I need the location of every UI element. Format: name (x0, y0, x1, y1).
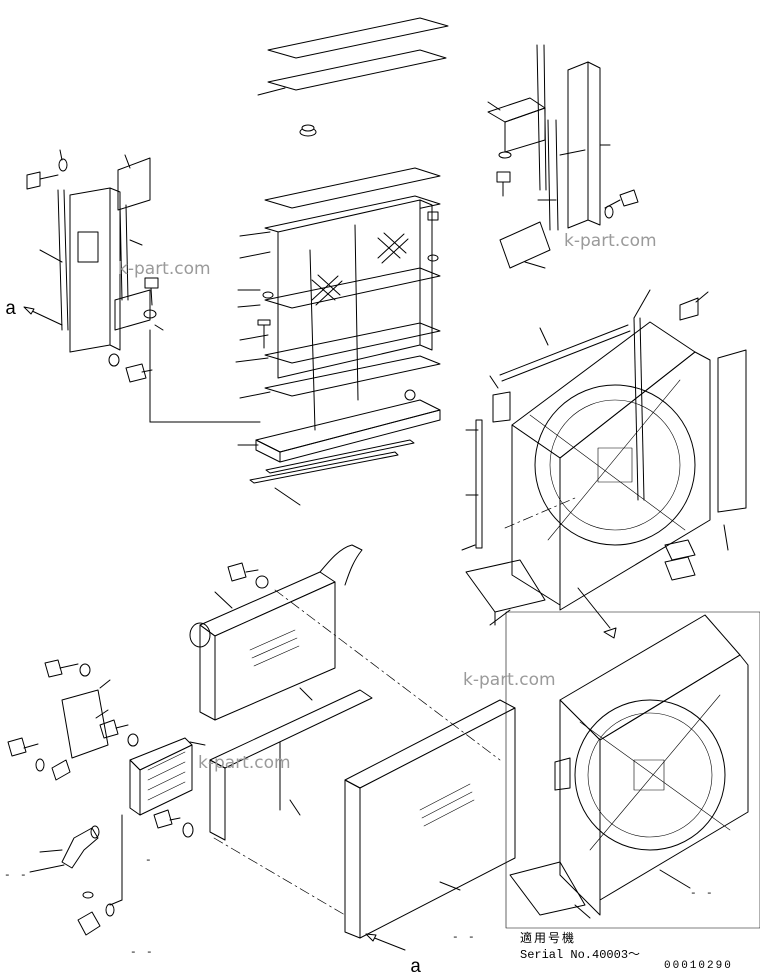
callout-dash-9: - (706, 888, 713, 900)
right-side-bracket (487, 44, 639, 269)
applicable-label: 適用号機 (520, 930, 576, 946)
left-side-bracket (23, 149, 261, 423)
aftercooler-assembly (129, 544, 516, 951)
lower-left-fittings (7, 659, 194, 936)
watermark-center: k-part.com (463, 670, 556, 690)
callout-dash-5: - (146, 947, 153, 959)
callout-dash-8: - (690, 888, 697, 900)
callout-dash-2: - (20, 870, 27, 882)
watermark-right: k-part.com (564, 231, 657, 251)
drawing-number: 00010290 (664, 960, 733, 972)
radiator-core-stack (235, 17, 449, 506)
watermark-lower-left: k-part.com (198, 753, 291, 773)
callout-dash-1: - (4, 870, 11, 882)
serial-detail-view (505, 611, 760, 929)
callout-dash-6: - (452, 932, 459, 944)
watermark-left: k-part.com (118, 259, 211, 279)
callout-dash-3: - (145, 855, 152, 867)
view-marker-bottom: a (410, 956, 421, 973)
fan-shroud-upper (461, 289, 747, 639)
view-marker-top: a (5, 298, 16, 320)
callout-dash-7: - (468, 932, 475, 944)
callout-dash-4: - (130, 947, 137, 959)
serial-number: Serial No.40003～ (520, 948, 640, 962)
